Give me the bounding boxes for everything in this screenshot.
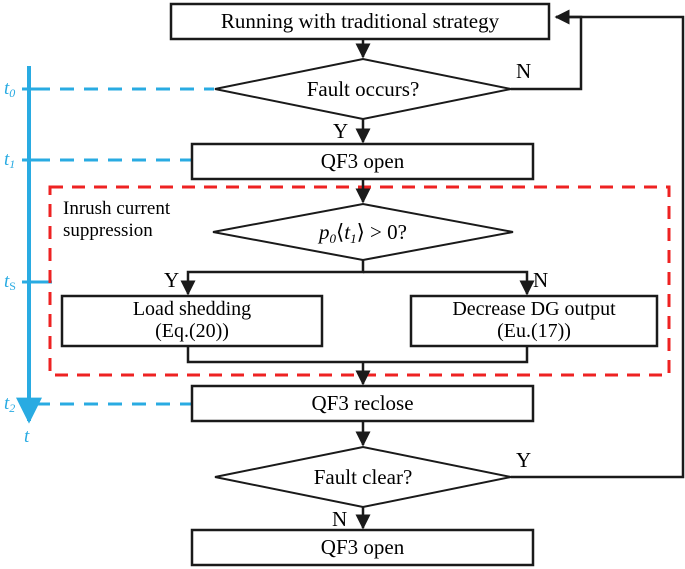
group-caption-inrush-suppression: Inrush current suppression [63, 198, 170, 242]
edge-merge-bar [186, 346, 529, 364]
box-decrease-dg [409, 294, 659, 348]
edge-p0-yes-to-load-shedding [180, 260, 365, 296]
branch-label-fault-clear-no: N [332, 507, 348, 531]
time-axis-label: t [24, 426, 30, 447]
branch-label-fault-occurs-no: N [516, 59, 532, 83]
group-caption-line1: Inrush current [63, 198, 171, 219]
time-label-t0: t0 [4, 78, 16, 100]
diamond-fault-clear [214, 445, 512, 509]
inrush-suppression-group-box [48, 185, 671, 377]
box-qf3-open-bottom [190, 528, 535, 567]
branch-label-p0-yes: Y [164, 268, 180, 292]
edge-p0-no-to-decrease-dg [363, 270, 535, 296]
time-label-t2: t2 [4, 393, 16, 415]
timeline-axis [16, 66, 214, 424]
branch-label-fault-clear-yes: Y [516, 448, 532, 472]
edge-fault-clear-yes-feedback [511, 15, 685, 479]
box-running [169, 2, 551, 41]
box-qf3-reclose [190, 384, 535, 423]
group-caption-line2: suppression [63, 219, 153, 241]
diamond-p0-check [212, 202, 514, 262]
branch-label-fault-occurs-yes: Y [333, 119, 349, 143]
diamond-fault-occurs [214, 57, 512, 121]
box-load-shedding [60, 294, 324, 348]
box-qf3-open-top [190, 142, 535, 181]
branch-label-p0-no: N [533, 268, 549, 292]
time-label-ts: tS [4, 271, 16, 293]
time-label-t1: t1 [4, 149, 16, 171]
